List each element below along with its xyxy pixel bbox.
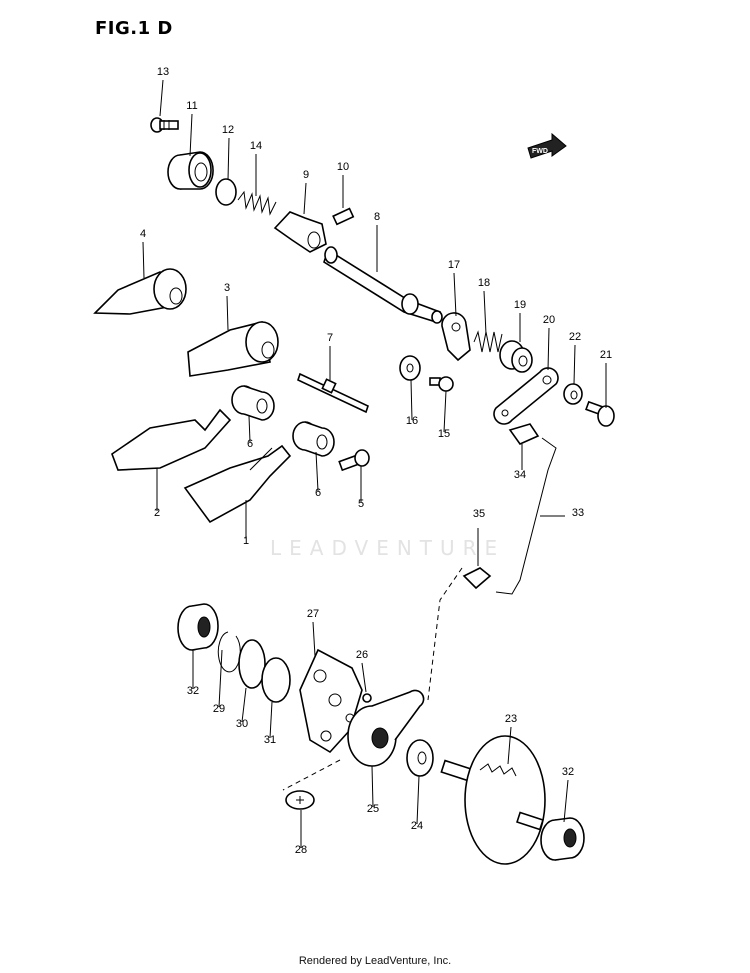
part-6-collar-lower bbox=[292, 421, 335, 457]
part-12-o-ring bbox=[215, 178, 237, 206]
callout-p13: 13 bbox=[157, 66, 169, 78]
part-7-rod bbox=[297, 372, 369, 414]
part-33-wire-rod bbox=[495, 437, 557, 595]
part-10-pin bbox=[332, 207, 355, 226]
callout-p20: 20 bbox=[543, 314, 555, 326]
watermark: LEADVENTURE bbox=[270, 536, 506, 560]
callout-p4: 4 bbox=[140, 228, 146, 240]
callout-p33: 33 bbox=[572, 507, 584, 519]
callout-p15: 15 bbox=[438, 428, 450, 440]
callout-p2: 2 bbox=[154, 507, 160, 519]
part-32-bearing-right bbox=[540, 817, 585, 861]
callout-p16: 16 bbox=[406, 415, 418, 427]
label-leaders bbox=[142, 79, 607, 848]
callout-p31: 31 bbox=[264, 734, 276, 746]
part-28-screw bbox=[285, 790, 315, 810]
callout-p26: 26 bbox=[356, 649, 368, 661]
callout-p28: 28 bbox=[295, 844, 307, 856]
part-18-spring bbox=[473, 330, 503, 353]
part-16-washer bbox=[399, 355, 421, 381]
part-31-gasket bbox=[261, 657, 291, 703]
callout-p27: 27 bbox=[307, 608, 319, 620]
part-8-shaft bbox=[323, 246, 443, 324]
callout-numbers: 1311121491084317181920222171615665342135… bbox=[140, 66, 612, 856]
leader-line-28 bbox=[282, 759, 341, 791]
part-13-bolt bbox=[150, 117, 179, 133]
callout-p6b: 6 bbox=[315, 487, 321, 499]
footer-credit: Rendered by LeadVenture, Inc. bbox=[298, 955, 452, 967]
callout-p24: 24 bbox=[411, 820, 423, 832]
callout-p35: 35 bbox=[473, 508, 485, 520]
callout-p9: 9 bbox=[303, 169, 309, 181]
part-35-clip bbox=[462, 528, 492, 590]
callout-p3: 3 bbox=[224, 282, 230, 294]
figure-title: FIG.1 D bbox=[95, 18, 173, 39]
part-9-lever bbox=[273, 211, 327, 253]
callout-p25: 25 bbox=[367, 803, 379, 815]
part-22-washer bbox=[563, 383, 583, 405]
part-11-housing bbox=[167, 151, 214, 190]
part-5-bolt bbox=[338, 449, 370, 472]
part-29-circlip bbox=[217, 631, 241, 673]
callout-p1: 1 bbox=[243, 535, 249, 547]
callout-p32a: 32 bbox=[187, 685, 199, 697]
fwd-arrow-icon: FWD bbox=[527, 132, 567, 159]
part-20-link-plate bbox=[493, 367, 559, 425]
callout-p32b: 32 bbox=[562, 766, 574, 778]
part-25-guide bbox=[347, 689, 425, 767]
part-32-bearing-left bbox=[177, 603, 219, 651]
part-1-valve bbox=[183, 444, 292, 524]
callout-p19: 19 bbox=[514, 299, 526, 311]
callout-p5: 5 bbox=[358, 498, 364, 510]
callout-p22: 22 bbox=[569, 331, 581, 343]
callout-p34: 34 bbox=[514, 469, 526, 481]
callout-p10: 10 bbox=[337, 161, 349, 173]
callout-p11: 11 bbox=[186, 100, 197, 112]
part-34-clip bbox=[508, 423, 540, 470]
callout-p6a: 6 bbox=[247, 438, 253, 450]
part-19-collar bbox=[499, 340, 533, 373]
callout-p29: 29 bbox=[213, 703, 225, 715]
part-27-cover-plate bbox=[299, 648, 363, 754]
part-14-spring bbox=[237, 190, 277, 216]
callout-p21: 21 bbox=[600, 349, 612, 361]
leader-line-35 bbox=[427, 567, 463, 701]
part-17-plate bbox=[441, 312, 471, 362]
callout-p17: 17 bbox=[448, 259, 460, 271]
callout-p12: 12 bbox=[222, 124, 234, 136]
part-2-valve bbox=[111, 408, 232, 471]
part-26-pin bbox=[362, 693, 372, 703]
part-15-screw bbox=[429, 376, 454, 392]
part-6-collar-upper bbox=[231, 385, 275, 421]
part-21-bolt bbox=[585, 400, 615, 427]
part-3-valve bbox=[187, 321, 279, 377]
fwd-badge-label: FWD bbox=[532, 148, 548, 155]
callout-p23: 23 bbox=[505, 713, 517, 725]
callout-p8: 8 bbox=[374, 211, 380, 223]
part-30-o-ring bbox=[238, 639, 266, 689]
part-4-valve bbox=[93, 268, 187, 315]
callout-p14: 14 bbox=[250, 140, 262, 152]
callout-p18: 18 bbox=[478, 277, 490, 289]
part-24-washer bbox=[406, 739, 434, 777]
callout-p7: 7 bbox=[327, 332, 333, 344]
callout-p30: 30 bbox=[236, 718, 248, 730]
part-23-gear-shaft bbox=[440, 735, 546, 865]
